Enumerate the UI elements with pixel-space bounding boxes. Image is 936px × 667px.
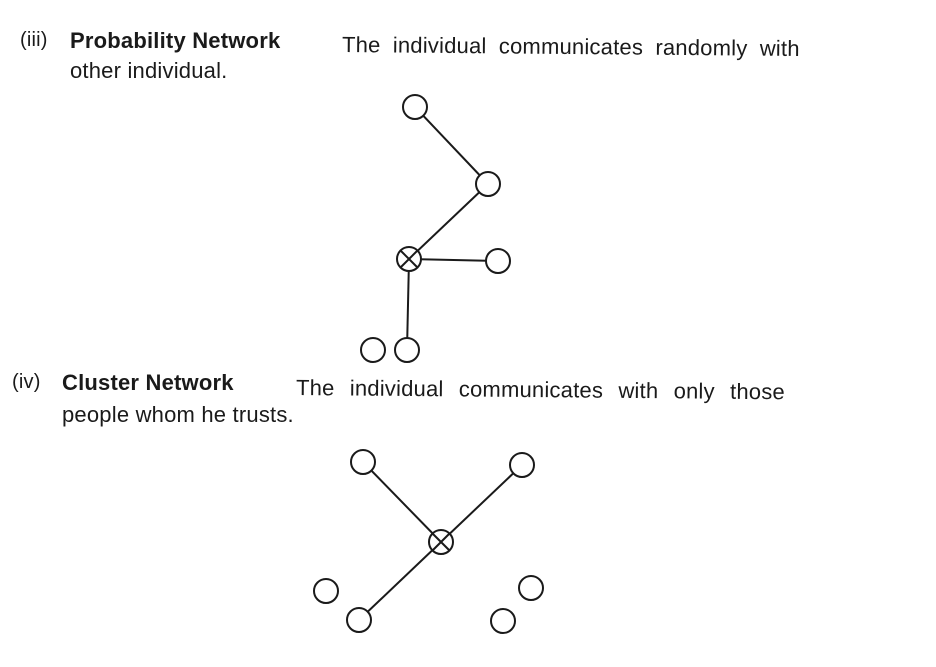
- section-title: Probability Network: [70, 28, 281, 53]
- cluster-network-diagram: [313, 449, 544, 634]
- section-description-cont: other individual.: [70, 58, 228, 83]
- node: [485, 248, 511, 274]
- edge: [408, 258, 499, 262]
- node: [350, 449, 376, 475]
- node: [475, 171, 501, 197]
- edge: [406, 258, 410, 351]
- edge: [362, 461, 442, 543]
- section-title: Cluster Network: [62, 370, 234, 395]
- probability-network-diagram: [360, 94, 511, 363]
- node: [394, 337, 420, 363]
- section-description: The individual communicates with only th…: [295, 375, 786, 405]
- edge: [408, 183, 489, 260]
- central-node-icon: [428, 529, 454, 555]
- node: [509, 452, 535, 478]
- section-description-cont: people whom he trusts.: [62, 402, 294, 427]
- node: [490, 608, 516, 634]
- section-number: (iii): [20, 29, 48, 51]
- central-node-icon: [396, 246, 422, 272]
- section-number: (iv): [12, 371, 41, 393]
- node: [360, 337, 386, 363]
- node: [518, 575, 544, 601]
- edge: [358, 541, 442, 621]
- node: [313, 578, 339, 604]
- edge: [440, 464, 523, 543]
- node: [402, 94, 428, 120]
- node: [346, 607, 372, 633]
- edge: [414, 106, 489, 185]
